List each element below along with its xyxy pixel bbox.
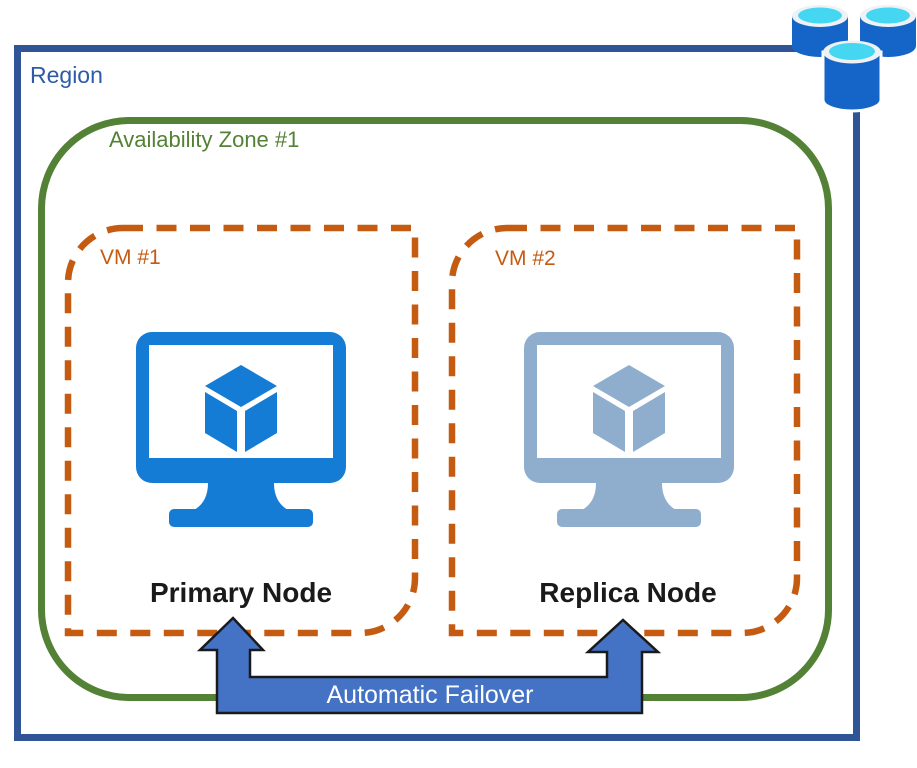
database-tops-back (798, 7, 910, 24)
automatic-failover-label: Automatic Failover (326, 681, 534, 709)
database-cluster-icon (792, 5, 916, 113)
region-label: Region (30, 62, 103, 88)
availability-zone-label: Availability Zone #1 (109, 127, 300, 152)
primary-vm-monitor-icon (136, 332, 346, 527)
vm2-label: VM #2 (495, 247, 556, 270)
region-boundary (14, 45, 860, 741)
primary-node-label: Primary Node (149, 577, 333, 608)
replica-vm-monitor-icon (524, 332, 734, 527)
database-top-front (829, 43, 875, 60)
database-body-front (821, 50, 883, 113)
vm1-boundary (64, 224, 419, 637)
automatic-failover-arrow (196, 616, 662, 715)
replica-node-label: Replica Node (539, 577, 717, 608)
vm2-boundary (448, 224, 801, 637)
vm1-label: VM #1 (100, 246, 161, 269)
